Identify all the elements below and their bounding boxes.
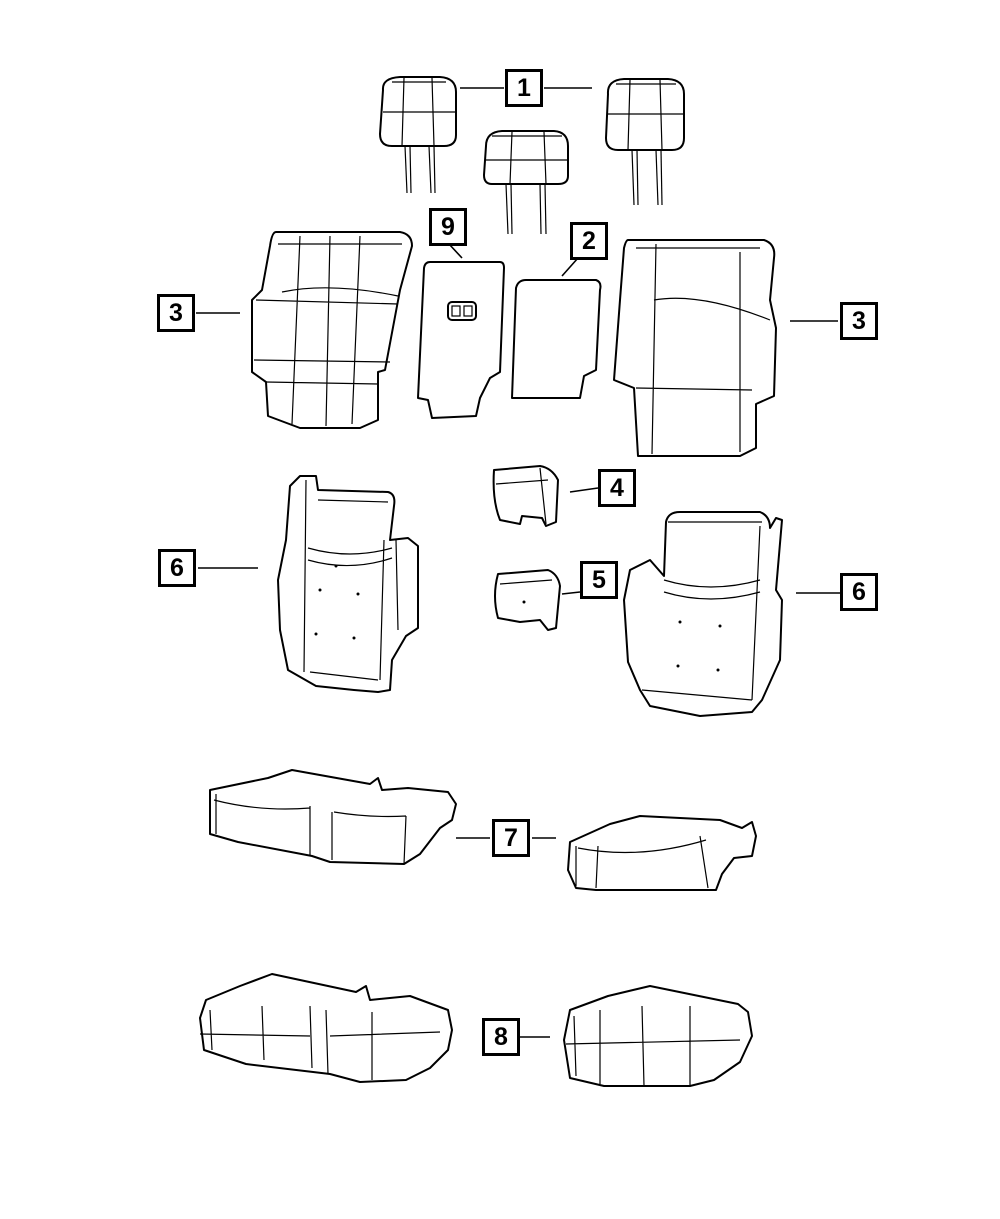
- armrest-panel-2: [511, 279, 602, 399]
- armrest-panel-9: [417, 261, 505, 419]
- callout-1: 1: [505, 69, 543, 107]
- headrest-center: [483, 130, 569, 235]
- seat-cushion-cover-right: [563, 985, 753, 1087]
- seat-cushion-frame-left: [209, 769, 457, 865]
- callout-2: 2: [570, 222, 608, 260]
- callout-3-right: 3: [840, 302, 878, 340]
- seat-back-cover-right: [613, 239, 777, 457]
- seat-back-frame-left: [277, 475, 419, 693]
- callout-6-left: 6: [158, 549, 196, 587]
- seat-cushion-cover-left: [199, 973, 453, 1083]
- seat-cushion-frame-right: [567, 815, 757, 891]
- leader-lines: [196, 87, 840, 1038]
- headrest-left: [379, 76, 457, 194]
- callout-6-right: 6: [840, 573, 878, 611]
- armrest-trim-5: [494, 569, 561, 631]
- callout-9: 9: [429, 208, 467, 246]
- callout-5: 5: [580, 561, 618, 599]
- callout-8: 8: [482, 1018, 520, 1056]
- callout-3-left: 3: [157, 294, 195, 332]
- armrest-trim-4: [492, 465, 559, 527]
- headrest-right: [605, 78, 685, 206]
- seat-back-frame-right: [623, 511, 783, 717]
- callout-7: 7: [492, 819, 530, 857]
- callout-4: 4: [598, 469, 636, 507]
- seat-back-cover-left: [251, 231, 413, 429]
